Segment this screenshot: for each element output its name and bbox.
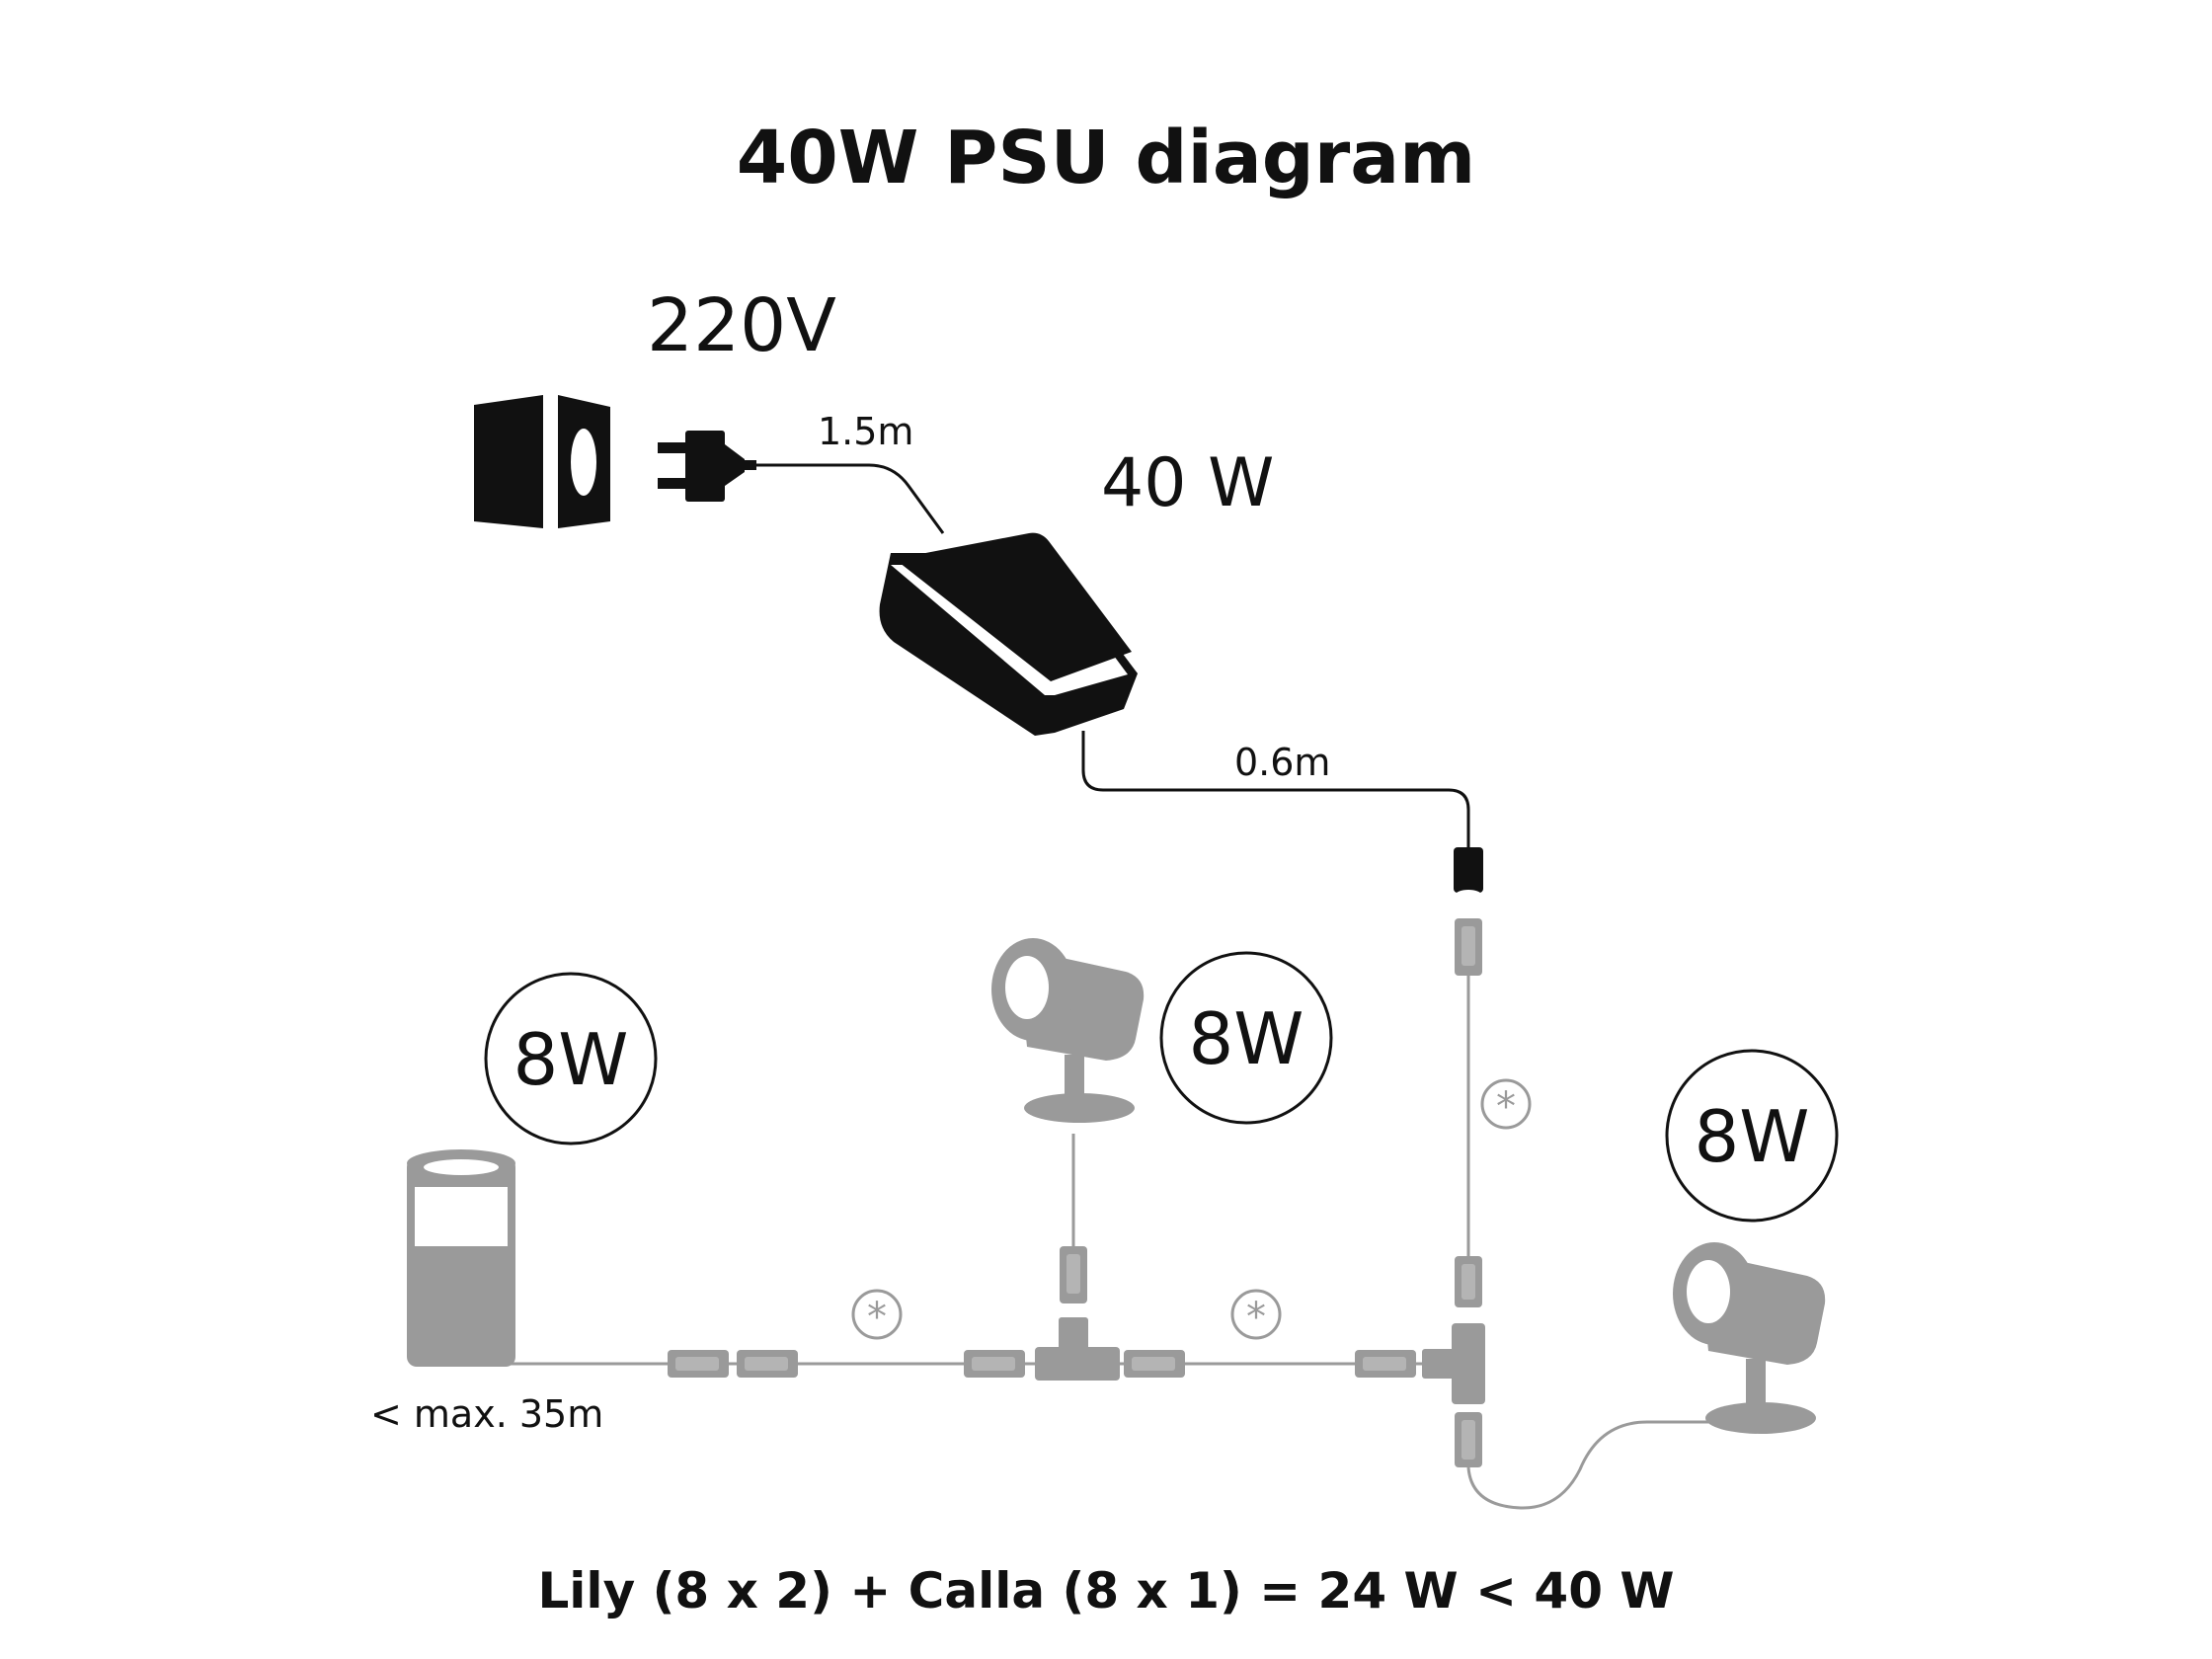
svg-text:*: * bbox=[1246, 1295, 1266, 1340]
power-formula: Lily (8 x 2) + Calla (8 x 1) = 24 W < 40… bbox=[537, 1562, 1674, 1620]
horizontal-extension-marker-right: * bbox=[1230, 1289, 1282, 1340]
max-run-label: < max. 35m bbox=[370, 1392, 603, 1436]
svg-text:8W: 8W bbox=[1189, 997, 1304, 1080]
svg-text:8W: 8W bbox=[514, 1018, 629, 1101]
horizontal-connector-3 bbox=[964, 1350, 1025, 1378]
spotlight-right-icon bbox=[1673, 1242, 1826, 1434]
right-t-connector bbox=[1422, 1323, 1485, 1404]
right-branch-connector bbox=[1455, 1412, 1482, 1467]
power-plug-icon bbox=[658, 431, 756, 502]
diagram-title: 40W PSU diagram bbox=[737, 116, 1476, 200]
middle-spotlight-connector bbox=[1060, 1246, 1087, 1304]
psu-power-label: 40 W bbox=[1101, 444, 1274, 522]
horizontal-connector-1 bbox=[668, 1350, 729, 1378]
watt-badge-right: 8W bbox=[1665, 1049, 1839, 1223]
cable-plug-to-psu bbox=[756, 463, 945, 534]
svg-text:*: * bbox=[1496, 1084, 1516, 1130]
cable-psu-length-label: 0.6m bbox=[1234, 741, 1330, 784]
vertical-cable-connector-bottom bbox=[1455, 1256, 1482, 1307]
horizontal-connector-4 bbox=[1124, 1350, 1185, 1378]
svg-text:8W: 8W bbox=[1695, 1095, 1810, 1178]
horizontal-extension-marker-left: * bbox=[851, 1289, 903, 1340]
mains-voltage-label: 220V bbox=[647, 283, 836, 368]
psu-output-connector bbox=[1454, 847, 1483, 900]
middle-t-connector bbox=[1035, 1317, 1120, 1381]
pedestal-light-icon bbox=[407, 1149, 515, 1367]
cable-psu-to-connector bbox=[1081, 731, 1470, 851]
spotlight-middle-icon bbox=[991, 938, 1145, 1123]
watt-badge-middle: 8W bbox=[1159, 951, 1333, 1125]
cable-plug-length-label: 1.5m bbox=[818, 410, 913, 453]
power-supply-icon bbox=[879, 532, 1138, 736]
vertical-cable-connector-top bbox=[1455, 918, 1482, 976]
right-spotlight-cable bbox=[1466, 1420, 1718, 1510]
watt-badge-left: 8W bbox=[484, 972, 658, 1146]
vertical-extension-marker: * bbox=[1480, 1078, 1532, 1130]
horizontal-connector-2 bbox=[737, 1350, 798, 1378]
horizontal-connector-5 bbox=[1355, 1350, 1416, 1378]
svg-text:*: * bbox=[867, 1295, 887, 1340]
wall-socket-icon bbox=[474, 395, 610, 528]
